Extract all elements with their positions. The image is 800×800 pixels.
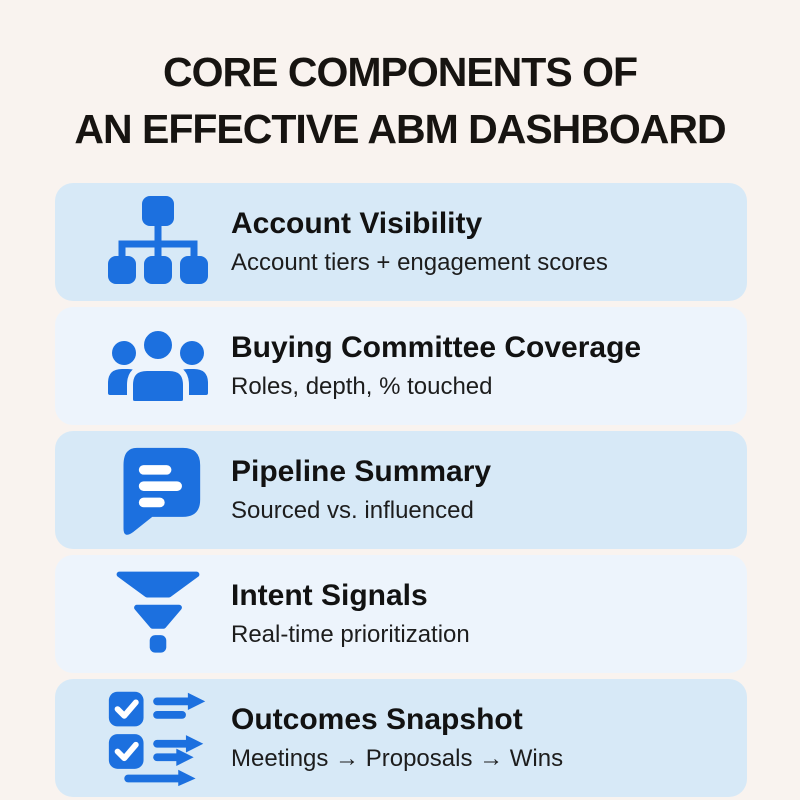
icon-container bbox=[99, 689, 217, 787]
page-title-line1: CORE COMPONENTS OF bbox=[162, 49, 638, 95]
item-subtitle: Sourced vs. influenced bbox=[231, 496, 474, 524]
hierarchy-icon bbox=[108, 196, 208, 284]
checklist-icon bbox=[108, 691, 206, 787]
item-title: Pipeline Summary bbox=[231, 455, 492, 489]
list-item-pipeline-summary: Pipeline Summary Sourced vs. influenced bbox=[55, 431, 747, 549]
funnel-icon bbox=[116, 571, 200, 653]
item-text: Pipeline Summary Sourced vs. influenced bbox=[231, 455, 491, 525]
list-item-buying-committee-coverage: Buying Committee Coverage Roles, depth, … bbox=[55, 307, 747, 425]
people-icon bbox=[108, 325, 208, 407]
item-title: Intent Signals bbox=[231, 579, 428, 613]
item-subtitle: Real-time prioritization bbox=[231, 620, 470, 648]
item-subtitle: Meetings → Proposals → Wins bbox=[231, 744, 564, 772]
item-text: Intent Signals Real-time prioritization bbox=[231, 579, 470, 649]
page-title-line2: AN EFFECTIVE ABM DASHBOARD bbox=[74, 106, 726, 152]
icon-container bbox=[99, 196, 217, 288]
icon-container bbox=[99, 443, 217, 537]
item-subtitle: Roles, depth, % touched bbox=[231, 372, 493, 400]
item-title: Account Visibility bbox=[231, 207, 483, 241]
item-title: Outcomes Snapshot bbox=[231, 703, 523, 737]
page-header: CORE COMPONENTS OF AN EFFECTIVE ABM DASH… bbox=[0, 0, 800, 158]
item-text: Buying Committee Coverage Roles, depth, … bbox=[231, 331, 641, 401]
icon-container bbox=[99, 325, 217, 407]
component-list: Account Visibility Account tiers + engag… bbox=[55, 183, 747, 800]
item-text: Account Visibility Account tiers + engag… bbox=[231, 207, 608, 277]
item-title: Buying Committee Coverage bbox=[231, 331, 642, 365]
icon-container bbox=[99, 569, 217, 659]
list-item-outcomes-snapshot: Outcomes Snapshot Meetings → Proposals →… bbox=[55, 679, 747, 797]
chat-icon bbox=[123, 447, 201, 535]
list-item-account-visibility: Account Visibility Account tiers + engag… bbox=[55, 183, 747, 301]
list-item-intent-signals: Intent Signals Real-time prioritization bbox=[55, 555, 747, 673]
page-title: CORE COMPONENTS OF AN EFFECTIVE ABM DASH… bbox=[0, 44, 800, 158]
item-subtitle: Account tiers + engagement scores bbox=[231, 248, 608, 276]
item-text: Outcomes Snapshot Meetings → Proposals →… bbox=[231, 703, 563, 773]
